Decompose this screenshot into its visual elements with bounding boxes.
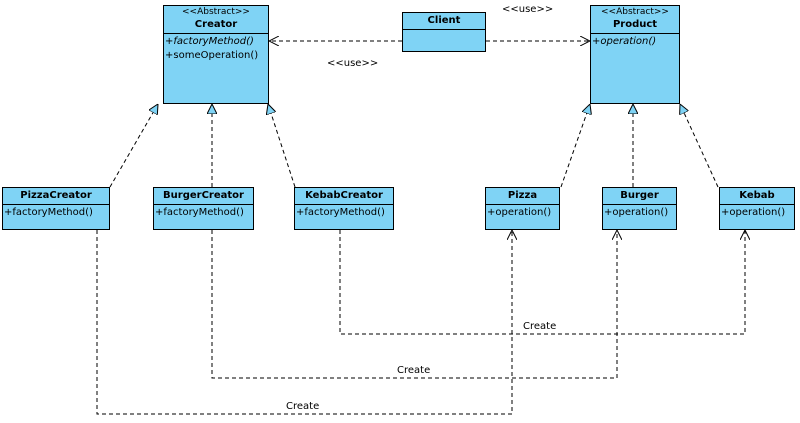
create-arrow-kebab: [339, 230, 745, 335]
class-product[interactable]: <<Abstract>> Product +operation(): [590, 5, 680, 104]
class-burger[interactable]: Burger +operation(): [602, 187, 677, 230]
class-kebabcreator-name: KebabCreator: [305, 190, 383, 201]
class-burgercreator[interactable]: BurgerCreator +factoryMethod(): [153, 187, 254, 230]
class-product-op-operation: +operation(): [592, 36, 657, 47]
class-kebabcreator-operations: +factoryMethod(): [295, 205, 393, 221]
inherit-kebab: [680, 104, 719, 188]
create-arrow-pizza: [96, 230, 512, 415]
class-burgercreator-operations: +factoryMethod(): [154, 205, 253, 221]
class-burgercreator-name: BurgerCreator: [163, 190, 244, 201]
class-burgercreator-header: BurgerCreator: [154, 188, 253, 205]
label-create-kebab: Create: [523, 321, 557, 332]
class-pizzacreator-name: PizzaCreator: [20, 190, 92, 201]
class-product-operations: +operation(): [591, 34, 679, 50]
class-creator-name: Creator: [194, 19, 238, 30]
label-use-product: <<use>>: [502, 4, 554, 15]
class-pizzacreator-operations: +factoryMethod(): [3, 205, 109, 221]
class-burgercreator-op-factorymethod: +factoryMethod(): [155, 207, 244, 218]
label-create-pizza: Create: [286, 401, 320, 412]
class-burger-name: Burger: [620, 190, 659, 201]
class-creator[interactable]: <<Abstract>> Creator +factoryMethod() +s…: [163, 5, 269, 104]
inherit-pizzacreator: [109, 104, 158, 188]
class-kebabcreator[interactable]: KebabCreator +factoryMethod(): [294, 187, 394, 230]
class-product-name: Product: [612, 19, 658, 30]
class-kebab-name: Kebab: [739, 190, 775, 201]
class-pizza-operations: +operation(): [486, 205, 559, 221]
class-client[interactable]: Client: [402, 12, 486, 52]
class-product-header: <<Abstract>> Product: [591, 6, 679, 34]
class-burger-op-operation: +operation(): [604, 207, 669, 218]
inherit-pizza: [560, 104, 590, 188]
class-pizzacreator-op-factorymethod: +factoryMethod(): [4, 207, 93, 218]
class-client-header: Client: [403, 13, 485, 30]
class-kebab-operations: +operation(): [720, 205, 794, 221]
class-client-name: Client: [427, 15, 461, 26]
class-kebab-op-operation: +operation(): [721, 207, 786, 218]
inherit-kebabcreator: [268, 104, 296, 188]
class-pizzacreator-header: PizzaCreator: [3, 188, 109, 205]
class-pizza-name: Pizza: [507, 190, 538, 201]
class-burger-operations: +operation(): [603, 205, 676, 221]
class-kebabcreator-header: KebabCreator: [295, 188, 393, 205]
class-pizza-op-operation: +operation(): [487, 207, 552, 218]
label-use-creator: <<use>>: [327, 58, 379, 69]
label-create-burger: Create: [397, 365, 431, 376]
class-kebab-header: Kebab: [720, 188, 794, 205]
class-creator-op-factorymethod: +factoryMethod(): [165, 36, 254, 47]
class-product-stereotype: <<Abstract>>: [601, 7, 669, 17]
class-pizza[interactable]: Pizza +operation(): [485, 187, 560, 230]
class-kebabcreator-op-factorymethod: +factoryMethod(): [296, 207, 385, 218]
class-kebab[interactable]: Kebab +operation(): [719, 187, 795, 230]
class-burger-header: Burger: [603, 188, 676, 205]
class-creator-op-someoperation: +someOperation(): [165, 50, 259, 61]
class-creator-operations: +factoryMethod() +someOperation(): [164, 34, 268, 64]
class-pizza-header: Pizza: [486, 188, 559, 205]
create-arrow-burger: [211, 230, 617, 379]
class-creator-stereotype: <<Abstract>>: [182, 7, 250, 17]
class-creator-header: <<Abstract>> Creator: [164, 6, 268, 34]
class-pizzacreator[interactable]: PizzaCreator +factoryMethod(): [2, 187, 110, 230]
